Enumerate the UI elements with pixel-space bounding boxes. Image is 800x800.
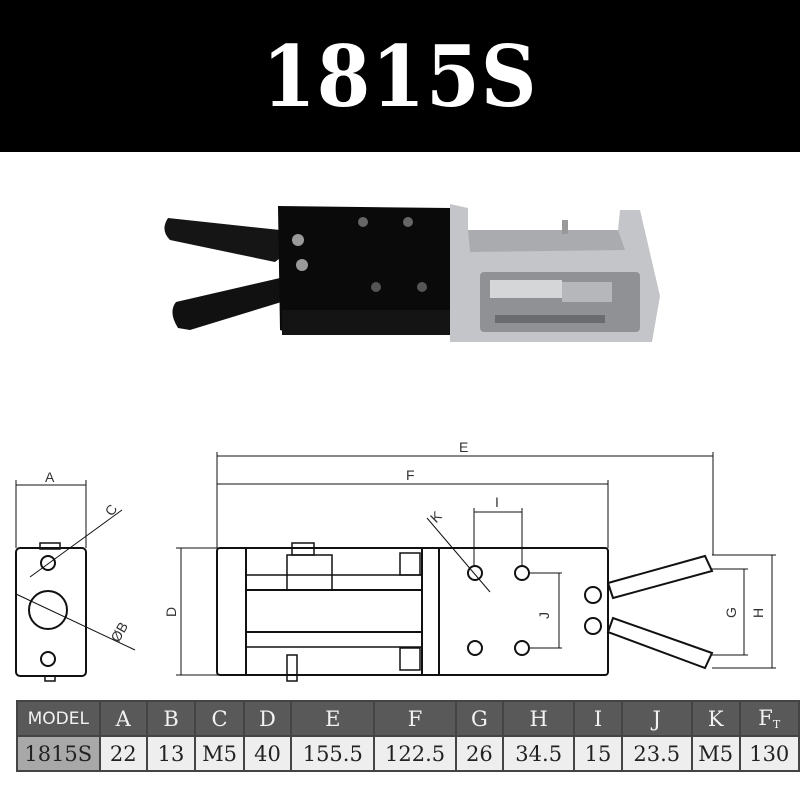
col-header-k: K (690, 700, 741, 737)
col-header-f: F (373, 700, 457, 737)
svg-text:C: C (102, 501, 121, 518)
table-row: 1815S 22 13 M5 40 155.5 122.5 26 34.5 15… (16, 735, 800, 772)
cell-e: 155.5 (290, 735, 376, 772)
cell-b: 13 (145, 735, 197, 772)
end-view: A C ØB (15, 469, 136, 682)
dim-label-a: A (45, 469, 55, 485)
cell-a: 22 (98, 735, 148, 772)
spec-table: MODEL A B C D E F G H I J K FT 1815S 22 … (16, 700, 800, 772)
svg-text:F: F (406, 467, 415, 483)
svg-text:I: I (495, 494, 499, 510)
cell-d: 40 (242, 735, 293, 772)
col-header-j: J (620, 700, 693, 737)
model-title: 1815S (262, 26, 538, 126)
dim-e-f: E F (216, 440, 714, 555)
svg-text:E: E (459, 440, 468, 455)
finger-lower (172, 278, 288, 330)
col-header-e: E (290, 700, 376, 737)
svg-text:ØB: ØB (107, 619, 131, 645)
finger-upper (164, 218, 288, 262)
col-header-ft-main: F (758, 706, 773, 730)
gripper-body-black (278, 206, 452, 335)
side-view-fingers: G H (606, 554, 776, 670)
technical-drawing: A C ØB D E F (15, 440, 776, 682)
col-header-ft: FT (738, 700, 800, 737)
col-header-c: C (194, 700, 245, 737)
cell-j: 23.5 (620, 735, 693, 772)
cell-ft: 130 (738, 735, 800, 772)
cell-i: 15 (573, 735, 623, 772)
col-header-h: H (502, 700, 576, 737)
cell-h: 34.5 (502, 735, 576, 772)
gripper-housing-silver (450, 204, 660, 342)
side-view-body: K I J (216, 494, 609, 682)
col-header-d: D (242, 700, 293, 737)
svg-text:J: J (536, 612, 552, 619)
svg-text:D: D (163, 607, 179, 617)
col-header-model: MODEL (16, 700, 101, 737)
dim-d: D (163, 547, 218, 676)
col-header-i: I (573, 700, 623, 737)
col-header-g: G (454, 700, 505, 737)
col-header-a: A (98, 700, 148, 737)
svg-text:K: K (427, 507, 445, 525)
cell-g: 26 (454, 735, 505, 772)
svg-text:H: H (750, 608, 766, 618)
spec-table-header-row: MODEL A B C D E F G H I J K FT (16, 700, 800, 737)
cell-f: 122.5 (373, 735, 457, 772)
title-banner: 1815S (0, 0, 800, 152)
cell-c: M5 (194, 735, 245, 772)
cell-model: 1815S (16, 735, 101, 772)
col-header-b: B (145, 700, 197, 737)
cell-k: M5 (690, 735, 741, 772)
svg-text:G: G (723, 607, 739, 618)
col-header-ft-sub: T (772, 718, 781, 731)
product-photo (164, 204, 660, 342)
